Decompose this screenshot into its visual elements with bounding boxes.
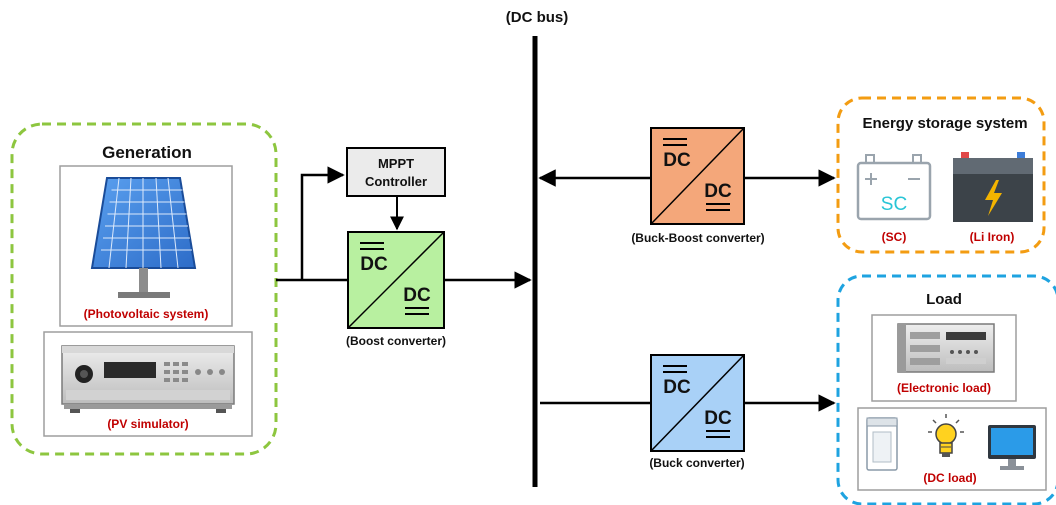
pv-to-mppt-line	[300, 166, 345, 280]
li-ion-battery-icon	[953, 152, 1033, 222]
buckboost-dc-top: DC	[663, 150, 691, 171]
storage-border	[836, 96, 1046, 254]
monitor-icon	[988, 425, 1036, 470]
pv-simulator-label: (PV simulator)	[107, 417, 188, 431]
buck-boost-converter-label: (Buck-Boost converter)	[631, 231, 764, 245]
pv-simulator-icon	[61, 345, 235, 413]
electronic-load-icon	[897, 323, 995, 373]
mppt-controller-box: MPPT Controller	[346, 147, 446, 197]
pv-label: (Photovoltaic system)	[84, 307, 209, 321]
load-border	[836, 274, 1056, 505]
generation-group: Generation (Photovoltaic system)	[10, 122, 278, 456]
load-group: Load (Electronic load)	[836, 274, 1056, 505]
solar-panel-icon	[90, 177, 197, 298]
electronic-load-label: (Electronic load)	[897, 381, 991, 395]
load-title: Load	[926, 291, 962, 308]
sc-label: (SC)	[882, 230, 907, 244]
dc-load-label: (DC load)	[923, 471, 976, 485]
boost-converter-label: (Boost converter)	[346, 334, 446, 348]
buckboost-dc-bottom: DC	[704, 181, 732, 202]
generation-title: Generation	[102, 143, 192, 162]
sc-icon-text: SC	[881, 194, 907, 215]
buck-boost-converter-box: DC DC	[650, 127, 745, 225]
boost-dc-top: DC	[360, 254, 388, 275]
buck-converter-label: (Buck converter)	[649, 456, 744, 470]
energy-storage-group: Energy storage system SC (SC) (Li Iron)	[836, 96, 1046, 254]
mppt-line1: MPPT	[378, 156, 414, 171]
li-iron-label: (Li Iron)	[970, 230, 1015, 244]
storage-title: Energy storage system	[862, 115, 1027, 132]
supercapacitor-icon: SC	[856, 154, 932, 221]
light-bulb-icon	[928, 414, 964, 457]
buck-dc-top: DC	[663, 377, 691, 398]
boost-dc-bottom: DC	[403, 285, 431, 306]
buck-converter-box: DC DC	[650, 354, 745, 452]
boost-converter-box: DC DC	[347, 231, 445, 329]
buck-dc-bottom: DC	[704, 408, 732, 429]
dc-bus-label: (DC bus)	[506, 9, 569, 26]
mppt-line2: Controller	[365, 174, 427, 189]
washing-machine-icon	[866, 417, 898, 471]
